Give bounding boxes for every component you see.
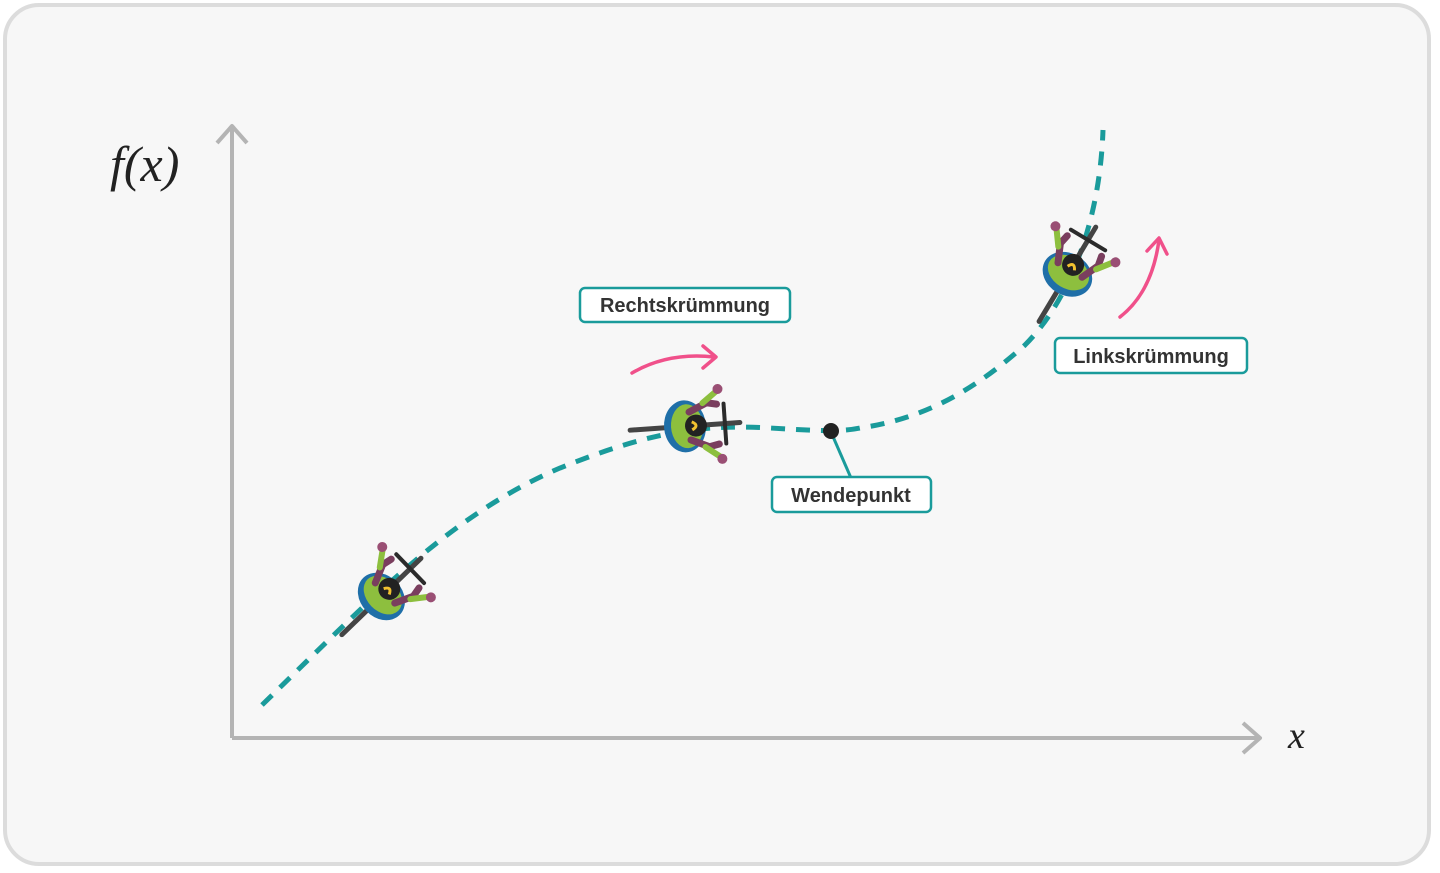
- x-axis-label: x: [1287, 715, 1305, 757]
- cyclist-icon: [627, 383, 742, 470]
- diagram-frame: [3, 3, 1431, 866]
- right-curvature-arrow-icon: [630, 344, 718, 375]
- inflection-point-connector: [829, 431, 853, 479]
- right-curvature-label-text: Rechtskrümmung: [600, 295, 770, 317]
- function-curve: [260, 129, 1106, 707]
- inflection-point-label-text: Wendepunkt: [791, 485, 911, 507]
- right-curvature-label: Rechtskrümmung: [578, 286, 792, 324]
- cyclist-icon: [1005, 207, 1130, 342]
- left-curvature-label: Linkskrümmung: [1053, 336, 1249, 375]
- x-axis: [232, 721, 1262, 755]
- inflection-point-label: Wendepunkt: [770, 475, 933, 514]
- y-axis: [215, 124, 249, 738]
- inflection-point-marker: [823, 423, 839, 439]
- y-axis-label: f(x): [110, 136, 179, 192]
- left-curvature-label-text: Linkskrümmung: [1073, 346, 1229, 368]
- left-curvature-arrow-icon: [1118, 236, 1169, 319]
